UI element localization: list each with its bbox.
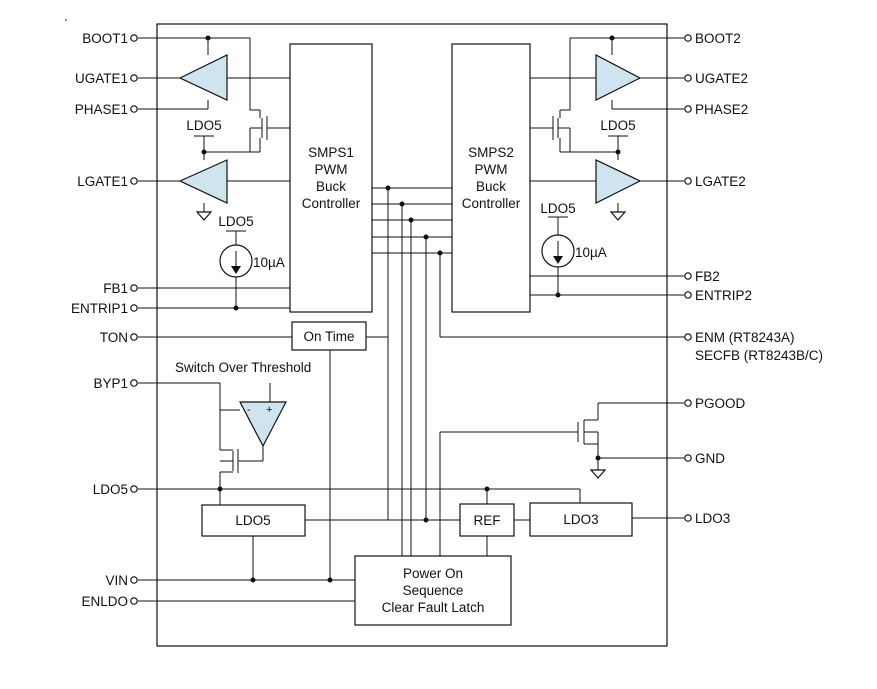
right-wiring xyxy=(530,37,684,519)
pin-fb2: FB2 xyxy=(695,269,720,284)
pin-ugate2: UGATE2 xyxy=(695,71,748,86)
junction-dots xyxy=(201,35,621,583)
switch-over-comparator xyxy=(239,401,287,448)
ref-block xyxy=(459,503,515,537)
pin-phase2: PHASE2 xyxy=(695,102,748,117)
ldo5-source1-label: LDO5 xyxy=(218,214,253,229)
pin-boot1: BOOT1 xyxy=(82,31,128,46)
pin-lgate1: LGATE1 xyxy=(77,174,128,189)
ugate1-driver xyxy=(178,54,228,101)
left-wiring xyxy=(138,37,581,602)
current1-label: 10µA xyxy=(253,255,285,270)
comparator-plus: + xyxy=(266,404,272,416)
smps1-line-2: PWM xyxy=(315,162,348,177)
drivers xyxy=(178,54,642,479)
on-time-label: On Time xyxy=(303,329,354,344)
on-time-block xyxy=(291,321,367,351)
pin-entrip2: ENTRIP2 xyxy=(695,288,752,303)
pin-entrip1: ENTRIP1 xyxy=(71,301,128,316)
pin-fb1: FB1 xyxy=(103,281,128,296)
left-pins: BOOT1 UGATE1 PHASE1 LGATE1 FB1 ENTRIP1 T… xyxy=(71,31,138,609)
ldo5-block xyxy=(201,504,306,537)
pin-enldo: ENLDO xyxy=(81,594,128,609)
pin-secfb: SECFB (RT8243B/C) xyxy=(695,348,823,363)
pin-enm: ENM (RT8243A) xyxy=(695,330,795,345)
pin-lgate2: LGATE2 xyxy=(695,174,746,189)
current2-label: 10µA xyxy=(575,245,607,260)
pin-phase1: PHASE1 xyxy=(75,102,128,117)
pin-ldo5: LDO5 xyxy=(93,482,128,497)
ugate2-driver xyxy=(595,54,642,101)
ref-label: REF xyxy=(474,513,501,528)
ground-icon xyxy=(589,469,607,479)
smps1-line-3: Buck xyxy=(316,179,346,194)
ldo5-source2-label: LDO5 xyxy=(540,201,575,216)
ldo5-driver1-label: LDO5 xyxy=(186,118,221,133)
ground-icon xyxy=(609,211,627,221)
ldo3-block-label: LDO3 xyxy=(563,512,598,527)
pin-ugate1: UGATE1 xyxy=(75,71,128,86)
power-on-line-2: Sequence xyxy=(403,583,464,598)
pin-byp1: BYP1 xyxy=(93,376,128,391)
pin-ldo3: LDO3 xyxy=(695,511,730,526)
smps2-line-2: PWM xyxy=(475,162,508,177)
switch-over-label: Switch Over Threshold xyxy=(175,360,311,375)
comparator-minus: - xyxy=(247,404,251,416)
ldo5-block-label: LDO5 xyxy=(235,513,270,528)
smps1-line-1: SMPS1 xyxy=(308,145,354,160)
smps2-block xyxy=(451,43,531,313)
smps1-block xyxy=(289,43,373,313)
smps2-line-3: Buck xyxy=(476,179,506,194)
pin-boot2: BOOT2 xyxy=(695,31,741,46)
smps2-line-4: Controller xyxy=(462,196,521,211)
lgate2-driver xyxy=(595,159,642,204)
ground-icon xyxy=(195,211,213,221)
lgate1-driver xyxy=(178,159,228,204)
current-sources xyxy=(219,234,575,278)
pin-vin: VIN xyxy=(105,573,128,588)
ldo5-driver2-label: LDO5 xyxy=(600,118,635,133)
speck xyxy=(65,19,67,21)
power-on-line-1: Power On xyxy=(403,566,463,581)
smps2-line-1: SMPS2 xyxy=(468,145,514,160)
pin-ton: TON xyxy=(100,330,128,345)
chip-outline xyxy=(156,23,668,647)
power-on-line-3: Clear Fault Latch xyxy=(382,600,485,615)
smps1-line-4: Controller xyxy=(302,196,361,211)
center-bus xyxy=(305,187,688,575)
pin-gnd: GND xyxy=(695,451,725,466)
ldo3-block xyxy=(529,502,633,537)
pin-pgood: PGOOD xyxy=(695,396,746,411)
right-pins: BOOT2 UGATE2 PHASE2 LGATE2 FB2 ENTRIP2 E… xyxy=(684,31,823,526)
power-on-block xyxy=(354,555,512,626)
